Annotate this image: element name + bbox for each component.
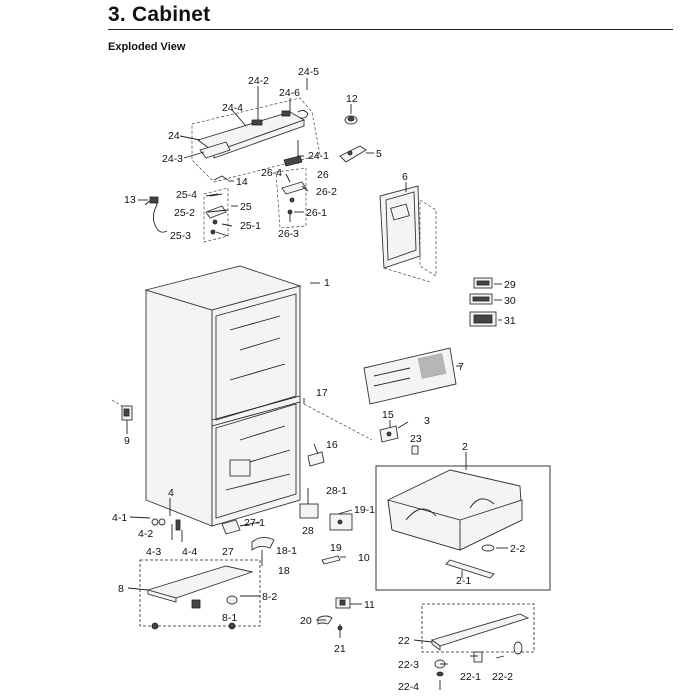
label-28: 28 xyxy=(302,525,314,537)
label-24-2: 24-2 xyxy=(248,75,269,87)
label-22-2: 22-2 xyxy=(492,671,513,683)
sensor-part xyxy=(321,555,346,565)
wire-harness-part xyxy=(138,196,168,233)
label-22-4: 22-4 xyxy=(398,681,419,693)
label-24: 24 xyxy=(168,130,180,142)
label-24-1: 24-1 xyxy=(308,150,329,162)
divider-screw-part xyxy=(303,398,373,441)
side-bracket-part xyxy=(111,399,133,434)
label-24-4: 24-4 xyxy=(222,102,243,114)
valve-assembly-part xyxy=(379,421,419,455)
label-8-2: 8-2 xyxy=(262,591,277,603)
label-29: 29 xyxy=(504,279,516,291)
label-28-1: 28-1 xyxy=(326,485,347,497)
label-26-1: 26-1 xyxy=(306,207,327,219)
drain-pan-part xyxy=(221,519,275,566)
label-25: 25 xyxy=(240,201,252,213)
label-3: 3 xyxy=(424,415,430,427)
label-16: 16 xyxy=(326,439,338,451)
label-25-1: 25-1 xyxy=(240,220,261,232)
label-9: 9 xyxy=(124,435,130,447)
label-25-2: 25-2 xyxy=(174,207,195,219)
cabinet-body-part xyxy=(144,265,320,527)
lower-cover-part xyxy=(139,559,261,630)
label-18-1: 18-1 xyxy=(276,545,297,557)
label-15: 15 xyxy=(382,409,394,421)
label-26: 26 xyxy=(317,169,329,181)
upper-hinge-cover-part xyxy=(191,97,321,183)
label-24-5: 24-5 xyxy=(298,66,319,78)
label-1: 1 xyxy=(324,277,330,289)
label-2-2: 2-2 xyxy=(510,543,525,555)
label-25-4: 25-4 xyxy=(176,189,197,201)
label-21: 21 xyxy=(334,643,346,655)
label-4-1: 4-1 xyxy=(112,512,127,524)
label-4-4: 4-4 xyxy=(182,546,197,558)
label-25-3: 25-3 xyxy=(170,230,191,242)
pcb-modules-part xyxy=(469,277,497,327)
label-22: 22 xyxy=(398,635,410,647)
label-26-3: 26-3 xyxy=(278,228,299,240)
label-27: 27 xyxy=(222,546,234,558)
label-8: 8 xyxy=(118,583,124,595)
duct-parts xyxy=(299,503,353,531)
label-8-1: 8-1 xyxy=(222,612,237,624)
label-10: 10 xyxy=(358,552,370,564)
label-2: 2 xyxy=(462,441,468,453)
center-hinge-right-part xyxy=(275,167,307,229)
label-24-6: 24-6 xyxy=(279,87,300,99)
center-hinge-part xyxy=(203,187,229,243)
clip-part xyxy=(307,443,325,467)
label-30: 30 xyxy=(504,295,516,307)
label-6: 6 xyxy=(402,171,408,183)
label-4: 4 xyxy=(168,487,174,499)
leader-lines xyxy=(127,78,508,665)
switch-part xyxy=(335,597,351,609)
label-7: 7 xyxy=(458,361,464,373)
label-27-1: 27-1 xyxy=(244,517,265,529)
label-5: 5 xyxy=(376,148,382,160)
control-panel-part xyxy=(379,185,437,283)
label-12: 12 xyxy=(346,93,358,105)
rear-cover-part xyxy=(363,347,462,405)
hinge-bracket-part xyxy=(339,145,374,163)
callout-labels: 24-5 24-2 24-6 12 24-4 24 24-3 24-1 5 14… xyxy=(112,66,525,693)
hinge-cap-part xyxy=(344,104,358,125)
hinge-screw-part xyxy=(213,175,234,182)
drain-hose-part xyxy=(317,615,343,638)
section-subtitle: Exploded View xyxy=(108,41,186,53)
label-18: 18 xyxy=(278,565,290,577)
label-14: 14 xyxy=(236,176,248,188)
label-31: 31 xyxy=(504,315,516,327)
label-22-3: 22-3 xyxy=(398,659,419,671)
title-rule xyxy=(108,29,673,30)
page-title: 3. Cabinet xyxy=(108,3,211,26)
label-4-3: 4-3 xyxy=(146,546,161,558)
label-13: 13 xyxy=(124,194,136,206)
label-19: 19 xyxy=(330,542,342,554)
label-4-2: 4-2 xyxy=(138,528,153,540)
label-19-1: 19-1 xyxy=(354,504,375,516)
leveling-foot-left-part xyxy=(151,498,183,542)
label-20: 20 xyxy=(300,615,312,627)
base-frame-part xyxy=(375,465,551,591)
label-22-1: 22-1 xyxy=(460,671,481,683)
label-24-3: 24-3 xyxy=(162,153,183,165)
label-2-1: 2-1 xyxy=(456,575,471,587)
label-17: 17 xyxy=(316,387,328,399)
label-26-4: 26-4 xyxy=(261,167,282,179)
label-23: 23 xyxy=(410,433,422,445)
label-26-2: 26-2 xyxy=(316,186,337,198)
label-11: 11 xyxy=(364,599,375,611)
